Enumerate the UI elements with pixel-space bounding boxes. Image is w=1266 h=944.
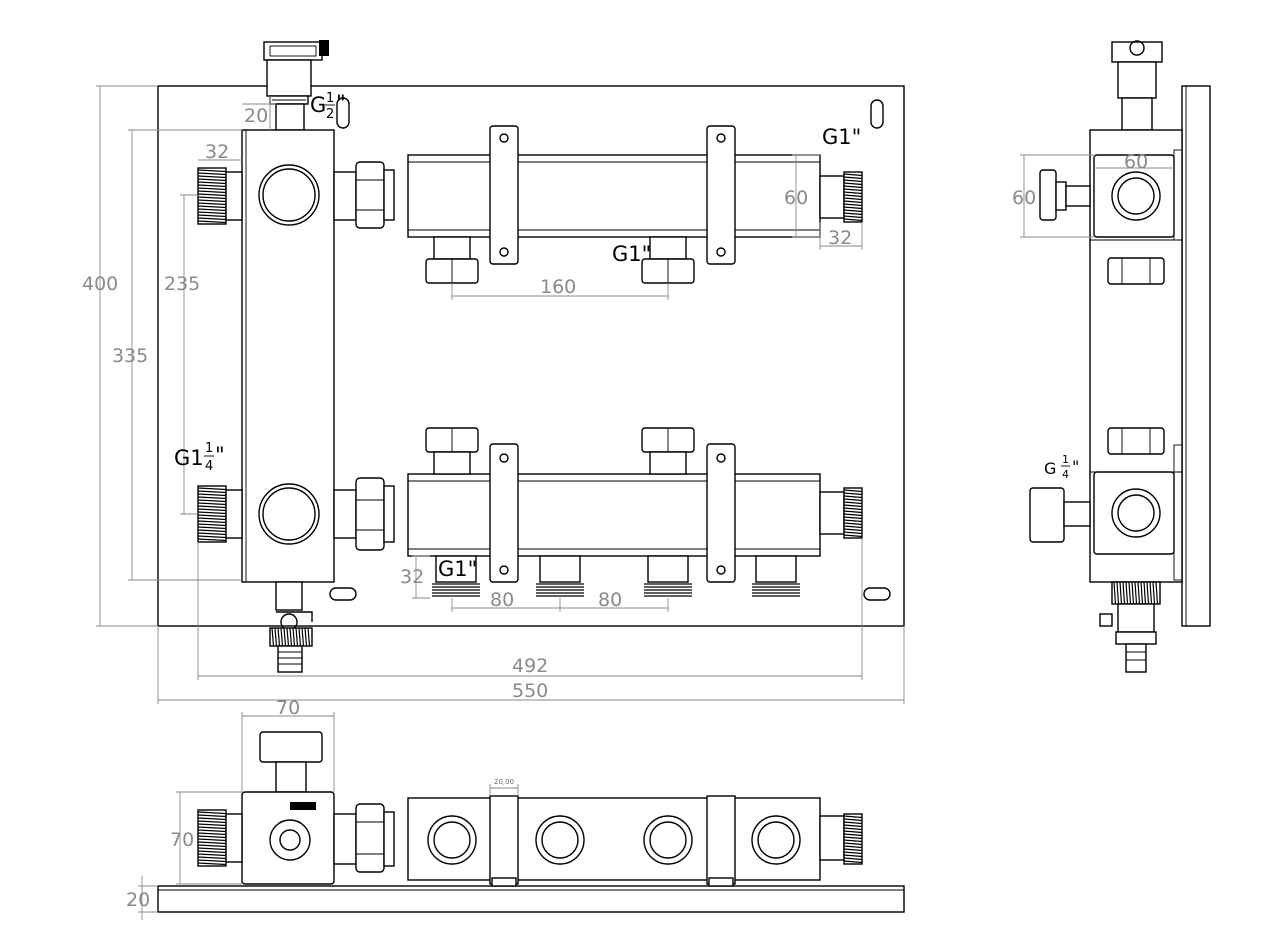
mounting-plate [157,85,905,627]
hydraulic-column [241,129,335,583]
label-lower-branch: G1" [438,557,477,581]
label-upper-branch: G1" [612,242,651,266]
label-upper-end: G1" [822,125,861,149]
front-view: 400 335 235 32 20 60 [82,40,905,704]
dim-335: 335 [112,345,148,367]
dim-clamp: 20,00 [494,778,514,786]
dim-492: 492 [512,655,548,677]
side-view: 60 60 G 1 4 " [1012,40,1211,673]
dim-70-side: 70 [170,829,194,851]
dim-235: 235 [164,273,200,295]
label-lower-left: G1 [174,446,204,470]
mount-slot-top [870,99,884,129]
left-thread-lower [197,485,243,543]
label-lower-left-suffix: " [215,443,225,467]
dim-550: 550 [512,680,548,702]
bottom-view: 70 70 20 20,00 [126,697,905,920]
drain-valve [269,581,313,673]
dim-70-top: 70 [276,697,300,719]
union-nut-upper [333,161,395,229]
label-side-port-num: 1 [1062,453,1069,466]
mount-slot-topleft [336,97,350,129]
dim-20-top: 20 [244,105,268,127]
dim-32-left: 32 [205,141,229,163]
dim-32-lower: 32 [400,566,424,588]
bottom-plate [157,885,905,913]
label-lower-left-den: 4 [205,459,213,474]
mount-slot-bottom-right [863,587,891,601]
label-side-port-suffix: " [1072,457,1079,476]
upper-manifold [407,125,863,284]
bottom-column [241,791,335,885]
front-dimensions: 400 335 235 32 20 60 [82,85,905,704]
union-nut-lower [333,477,395,551]
column-port-upper [258,164,320,226]
left-thread-upper [197,167,243,225]
dim-400: 400 [82,273,118,295]
dim-20-plate: 20 [126,889,150,911]
dim-80-a: 80 [490,589,514,611]
mount-slot-bottom-left [329,587,357,601]
dim-60-upper: 60 [784,187,808,209]
dim-60-side-h: 60 [1012,187,1036,209]
label-top-vent-num: 1 [326,91,334,106]
dim-60-side-w: 60 [1124,151,1148,173]
label-top-vent-den: 2 [326,107,334,122]
dim-80-b: 80 [598,589,622,611]
lower-manifold [407,427,863,597]
dim-32-upper: 32 [828,227,852,249]
column-port-lower [258,483,320,545]
label-top-vent-suffix: " [336,91,346,115]
label-lower-left-num: 1 [205,441,213,456]
air-vent [263,40,329,131]
dim-160: 160 [540,276,576,298]
label-side-port-den: 4 [1062,468,1069,481]
label-side-port: G [1044,459,1056,478]
label-top-vent: G [310,93,326,117]
